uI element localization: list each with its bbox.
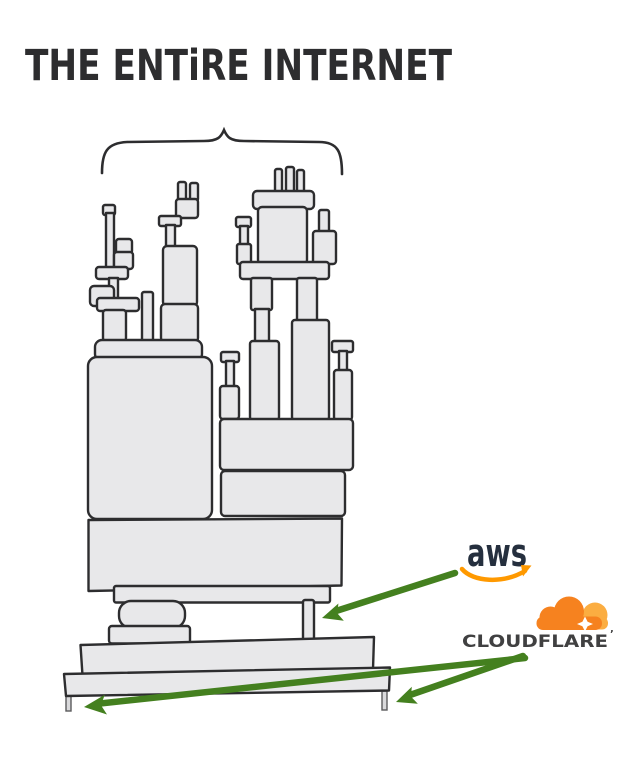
cloudflare-wordmark: CLOUDFLARE xyxy=(462,632,608,652)
annotation-arrows xyxy=(84,569,529,715)
aws-logo: aws xyxy=(459,531,532,583)
tower-block xyxy=(332,368,354,422)
tower-block xyxy=(101,308,128,343)
tower-block xyxy=(218,417,355,472)
cloudflare-logo: CLOUDFLARE ’ xyxy=(462,596,614,652)
tower-block xyxy=(256,205,309,266)
tower-block xyxy=(107,624,192,645)
tower-block xyxy=(159,302,200,344)
cloud-sparkle-icon xyxy=(577,616,593,632)
tower-block xyxy=(273,167,284,195)
base-plate xyxy=(62,666,392,698)
tower-block xyxy=(112,584,332,604)
aws-smile-icon xyxy=(459,566,528,583)
curly-brace-icon xyxy=(100,126,344,176)
aws-smile-arrow-tip-icon xyxy=(521,565,532,577)
tower-block xyxy=(253,307,271,344)
tower-block xyxy=(224,359,236,390)
block-tower xyxy=(62,165,392,698)
base-plate-right-leg xyxy=(381,690,388,711)
cloudflare-cloud-icon xyxy=(536,596,608,632)
tower-block xyxy=(87,517,344,593)
tower-block xyxy=(140,290,155,343)
tower-block xyxy=(174,197,200,220)
tower-block xyxy=(161,244,199,308)
tower-block xyxy=(284,165,296,195)
tower-block xyxy=(218,384,241,421)
tower-block xyxy=(290,318,331,422)
tower-block xyxy=(86,355,214,521)
tower-block xyxy=(248,339,281,422)
arrow-cloudflare-to-left-leg xyxy=(84,654,529,715)
tower-block xyxy=(219,469,347,518)
tower-block xyxy=(238,260,331,281)
tower-block xyxy=(295,168,306,195)
tower-block xyxy=(249,276,274,312)
page-title: THE ENTiRE INTERNET xyxy=(25,41,453,91)
aws-wordmark: aws xyxy=(467,531,527,575)
thin-support-pole xyxy=(301,598,316,645)
tower-block xyxy=(117,599,187,630)
cloudflare-trademark-tick: ’ xyxy=(610,629,614,640)
arrow-aws-to-pole xyxy=(322,569,459,621)
tower-block xyxy=(311,229,338,266)
tower-block xyxy=(164,223,177,250)
tower-block xyxy=(295,276,319,324)
